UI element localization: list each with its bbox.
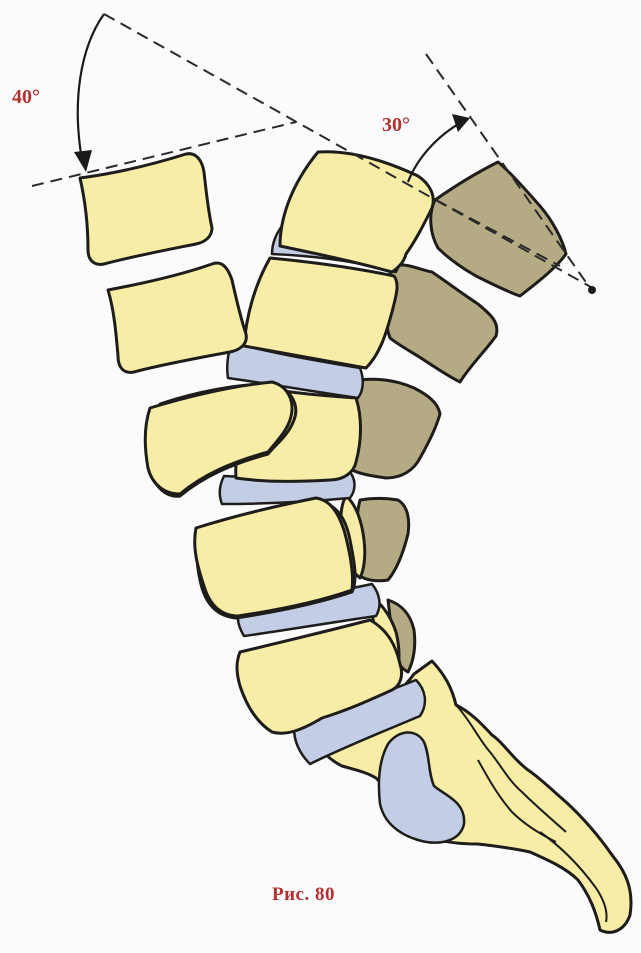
posterior-element-2 [386,265,497,382]
angle-arc-left [78,14,104,160]
vertebra-left-4 [195,498,353,616]
angle-label-left: 40° [12,86,40,109]
arrowhead-right [452,114,470,132]
vertebra-main-2 [244,258,397,368]
posterior-element-3 [350,379,440,478]
vertebra-left-2 [108,263,246,372]
arrowhead-left [74,150,92,172]
angle-arc-right [408,122,462,182]
angle-label-right: 30° [382,114,410,137]
figure-caption: Рис. 80 [272,884,335,906]
posterior-element-1 [431,162,566,296]
vertebra-left-1 [80,154,212,265]
apex-point [588,286,596,294]
